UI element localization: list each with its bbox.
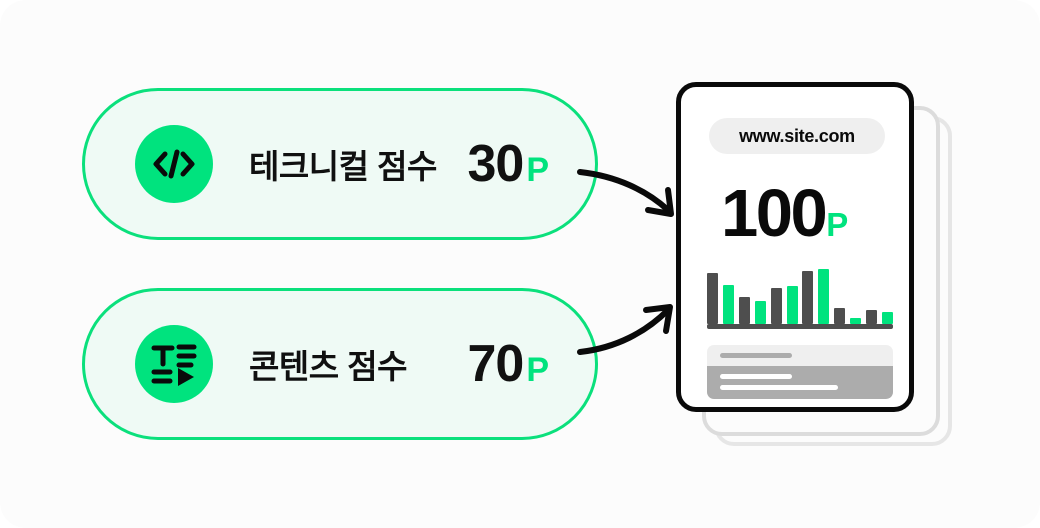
curved-arrow-up-right-icon	[577, 304, 673, 355]
score-card-label: 테크니컬 점수	[249, 148, 437, 185]
chart-bar	[754, 301, 766, 324]
chart-bar	[802, 271, 814, 324]
chart-bar	[707, 273, 718, 324]
score-card-label: 콘텐츠 점수	[249, 348, 407, 385]
chart-bar	[738, 297, 750, 324]
score-number: 30	[467, 135, 524, 193]
score-card-content[interactable]: 콘텐츠 점수 70 P	[82, 288, 598, 440]
score-card-value: 70 P	[467, 334, 549, 394]
score-unit: P	[526, 151, 549, 189]
placeholder-line	[720, 385, 838, 390]
chart-bar	[770, 288, 782, 324]
report-document-stack: www.site.com 100 P	[672, 78, 952, 446]
score-card-value: 30 P	[467, 134, 549, 194]
total-score-number: 100	[721, 176, 828, 251]
score-bar-chart	[707, 267, 893, 329]
chart-bar	[818, 269, 830, 324]
content-text-media-icon	[135, 325, 213, 403]
score-number: 70	[467, 335, 524, 393]
total-score: 100 P	[721, 180, 848, 247]
chart-bar	[722, 285, 734, 324]
chart-bars	[707, 269, 893, 324]
chart-bar	[866, 310, 878, 324]
placeholder-line	[720, 353, 792, 358]
code-icon	[135, 125, 213, 203]
chart-bar	[834, 308, 846, 324]
report-text-block	[707, 345, 893, 399]
url-pill: www.site.com	[709, 118, 885, 154]
chart-bar	[786, 286, 798, 324]
text-block-bottom	[707, 366, 893, 399]
score-unit: P	[526, 351, 549, 389]
score-card-technical[interactable]: 테크니컬 점수 30 P	[82, 88, 598, 240]
chart-bar	[881, 312, 893, 324]
curved-arrow-down-right-icon	[577, 169, 674, 217]
url-text: www.site.com	[739, 125, 855, 146]
placeholder-line	[720, 374, 792, 379]
report-document[interactable]: www.site.com 100 P	[676, 82, 914, 412]
text-block-top	[707, 345, 893, 366]
chart-baseline	[707, 324, 893, 329]
chart-bar	[850, 318, 862, 324]
total-score-unit: P	[826, 206, 849, 243]
